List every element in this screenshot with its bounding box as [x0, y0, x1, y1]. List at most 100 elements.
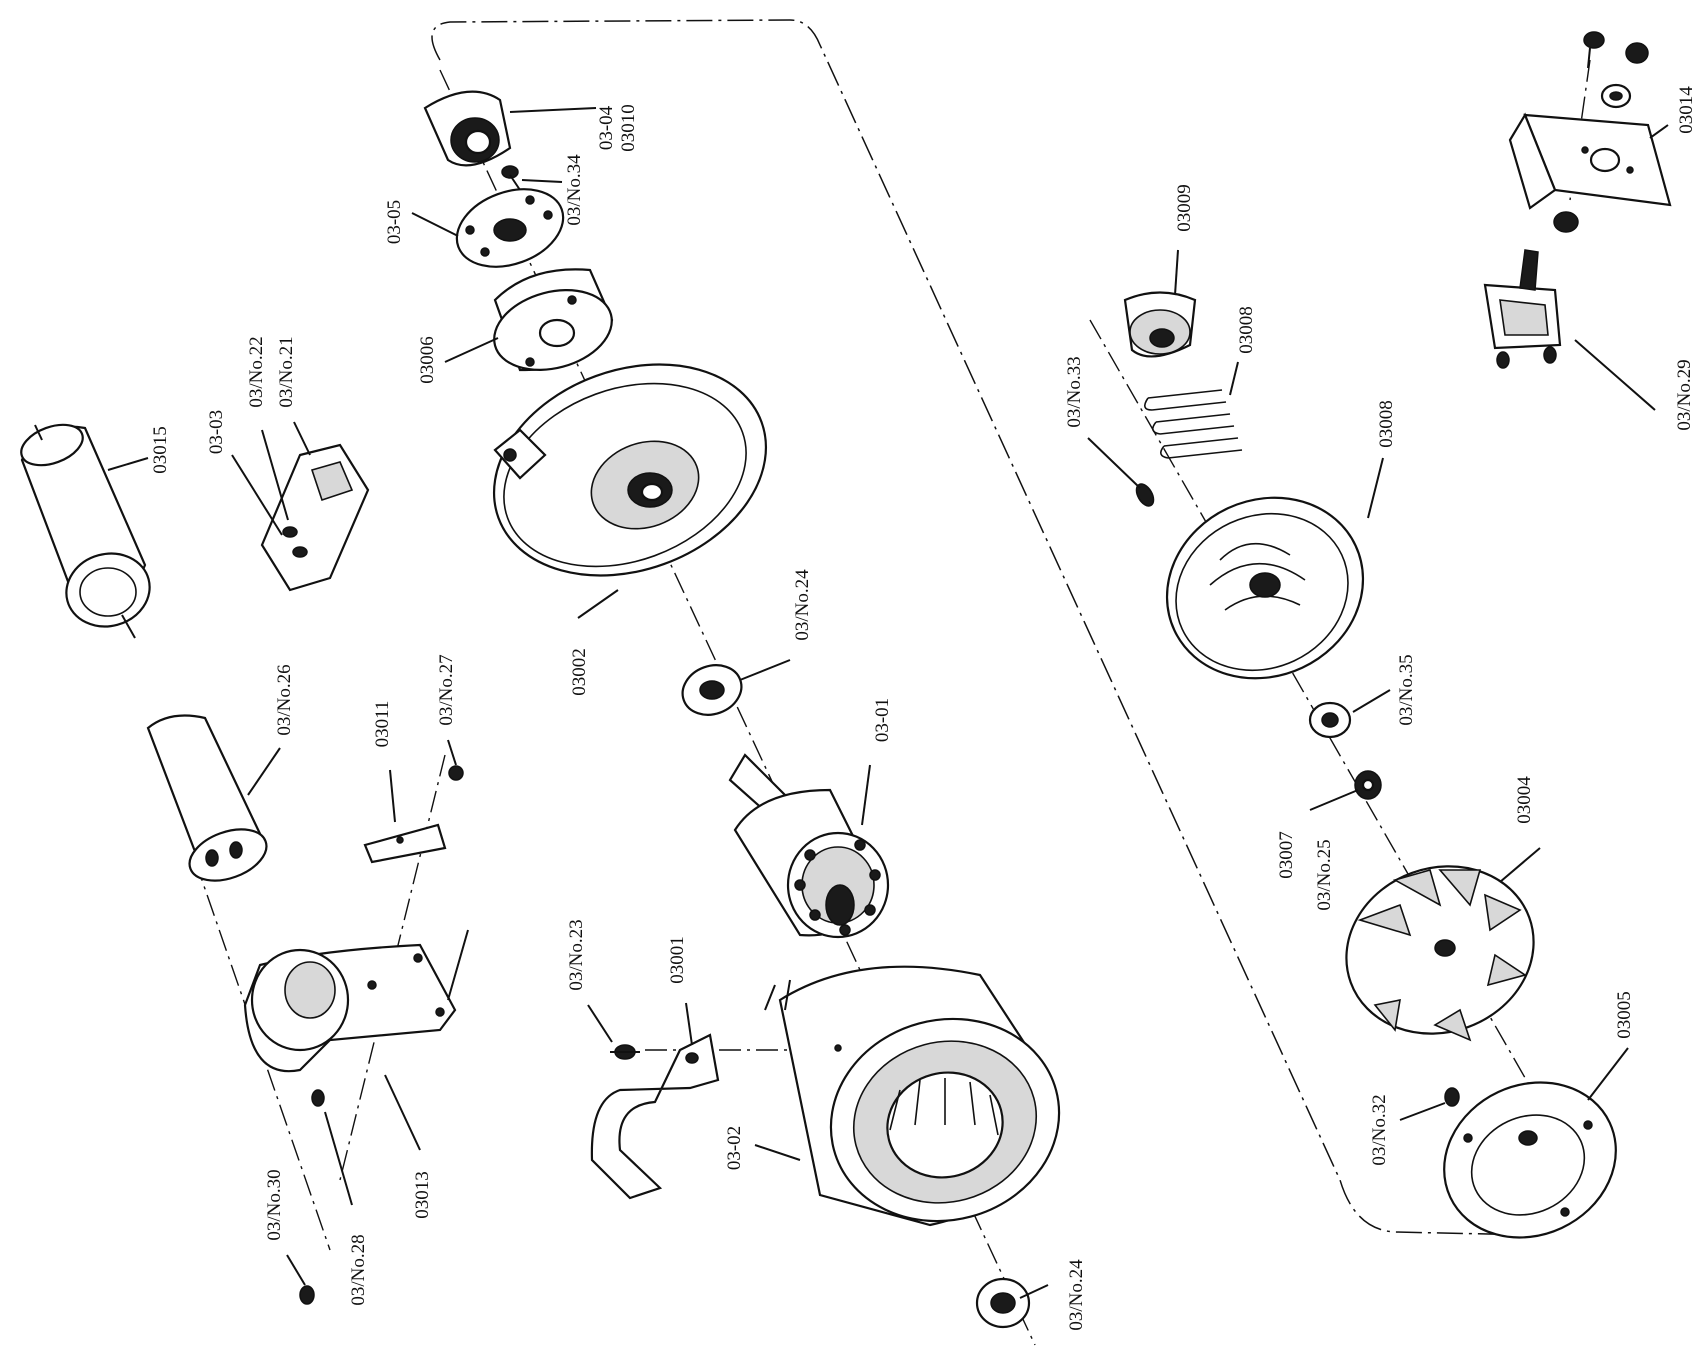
- brush-plate-part: [455, 188, 565, 268]
- leader-03004: [1499, 847, 1541, 883]
- bearing-bottom-part: [975, 1277, 1031, 1329]
- switch-nut-bottom: [1553, 211, 1579, 233]
- leader-03015: [107, 457, 149, 471]
- switch-washer: [1600, 83, 1632, 109]
- toggle-switch-part: [1483, 249, 1562, 369]
- leader-03006: [444, 337, 499, 363]
- label-03013: 03013: [412, 1171, 433, 1219]
- sleeve-axis-bottom: [121, 614, 136, 639]
- cap-03009-part: [1123, 291, 1197, 358]
- leader-03-no28: [324, 1111, 353, 1206]
- label-03010: 03010: [618, 104, 639, 152]
- label-03-05: 03-05: [384, 200, 405, 244]
- label-03-no32: 03/No.32: [1369, 1094, 1390, 1165]
- leader-03008-spring: [1229, 361, 1239, 396]
- washer-part: [1308, 701, 1352, 739]
- label-03004: 03004: [1514, 776, 1535, 824]
- leader-03-04: [509, 107, 597, 113]
- screw-03-no23: [610, 1044, 640, 1060]
- leader-03-no33: [1087, 437, 1141, 489]
- flange-part: [1443, 1081, 1617, 1239]
- leader-03-no32: [1399, 1102, 1446, 1121]
- leader-03-no34: [521, 179, 563, 183]
- bracket-part: [590, 1033, 720, 1200]
- switch-box-part: [243, 943, 457, 1073]
- label-03-no22: 03/No.22: [246, 336, 267, 407]
- leader-03-no24-top: [739, 659, 791, 681]
- terminal-block-part: [260, 443, 370, 592]
- leader-03013: [384, 1074, 421, 1151]
- rotor-part: [728, 753, 890, 939]
- leader-03-no27: [447, 739, 457, 766]
- label-03001: 03001: [667, 936, 688, 984]
- label-03-no35: 03/No.35: [1396, 654, 1417, 725]
- leader-03011: [389, 769, 396, 823]
- leader-03002: [577, 589, 619, 619]
- label-03-03: 03-03: [206, 410, 227, 454]
- leader-03001: [685, 1002, 693, 1046]
- leader-03007: [1309, 789, 1359, 811]
- leader-03-no35: [1352, 689, 1391, 713]
- nut-part: [1354, 770, 1382, 800]
- clip-part: [363, 823, 447, 864]
- bearing-cap-part: [423, 90, 512, 167]
- leader-03009: [1174, 249, 1179, 296]
- label-03-01: 03-01: [872, 698, 893, 742]
- label-03-no25: 03/No.25: [1314, 839, 1335, 910]
- label-03-no34: 03/No.34: [564, 154, 585, 226]
- label-03015: 03015: [150, 426, 171, 474]
- switch-screw-top: [1583, 31, 1605, 69]
- label-03-04: 03-04: [596, 105, 617, 150]
- screw-03-no34: [501, 165, 521, 191]
- label-03-no27: 03/No.27: [436, 654, 457, 725]
- fan-part: [1345, 865, 1535, 1042]
- leader-03-05: [411, 212, 459, 237]
- leader-03-02: [754, 1144, 801, 1161]
- leader-03013-side: [447, 929, 469, 1001]
- label-03-no24-top: 03/No.24: [792, 569, 813, 641]
- label-03-no26: 03/No.26: [274, 664, 295, 735]
- screw-03-no32: [1444, 1087, 1460, 1107]
- bearing-top-part: [681, 664, 743, 716]
- label-03-no29: 03/No.29: [1674, 359, 1695, 430]
- label-03002: 03002: [569, 648, 590, 696]
- label-03008-spring: 03008: [1236, 306, 1257, 354]
- leader-03-no23: [587, 1004, 613, 1043]
- leader-03-03: [231, 454, 283, 536]
- cover-part: [1165, 496, 1365, 680]
- leader-03-no24-bottom: [1019, 1284, 1049, 1299]
- label-03011: 03011: [372, 701, 393, 748]
- leader-03-no21: [293, 421, 311, 456]
- label-03-02: 03-02: [724, 1126, 745, 1170]
- label-03-no21: 03/No.21: [276, 336, 297, 407]
- label-03-no23: 03/No.23: [566, 919, 587, 990]
- leader-03-no26: [247, 747, 281, 796]
- label-03-no24-bottom: 03/No.24: [1066, 1259, 1087, 1331]
- screw-03-no30: [299, 1285, 315, 1305]
- capacitor-part: [146, 714, 268, 882]
- label-03006: 03006: [417, 336, 438, 384]
- end-shield-part: [492, 363, 768, 577]
- spring-part: [1144, 389, 1243, 459]
- label-03007: 03007: [1276, 831, 1297, 879]
- switch-plate-part: [1508, 112, 1672, 210]
- label-03005: 03005: [1614, 991, 1635, 1039]
- leader-03-no30: [286, 1254, 306, 1286]
- label-03-no33: 03/No.33: [1064, 356, 1085, 427]
- leader-03-01: [861, 764, 871, 826]
- leader-03-no29: [1574, 339, 1656, 411]
- label-03014: 03014: [1676, 86, 1697, 134]
- leader-03-no22: [261, 429, 289, 521]
- screw-03-no27: [448, 765, 464, 781]
- drum-part: [493, 268, 614, 372]
- switch-nut-top: [1625, 42, 1649, 64]
- leader-03014: [1649, 124, 1669, 139]
- screw-03-no33: [1135, 483, 1155, 507]
- screw-03-no28: [311, 1089, 325, 1107]
- label-03008-cover: 03008: [1376, 400, 1397, 448]
- label-03009: 03009: [1174, 184, 1195, 232]
- sleeve-part: [20, 423, 151, 628]
- sleeve-axis-top: [34, 424, 43, 441]
